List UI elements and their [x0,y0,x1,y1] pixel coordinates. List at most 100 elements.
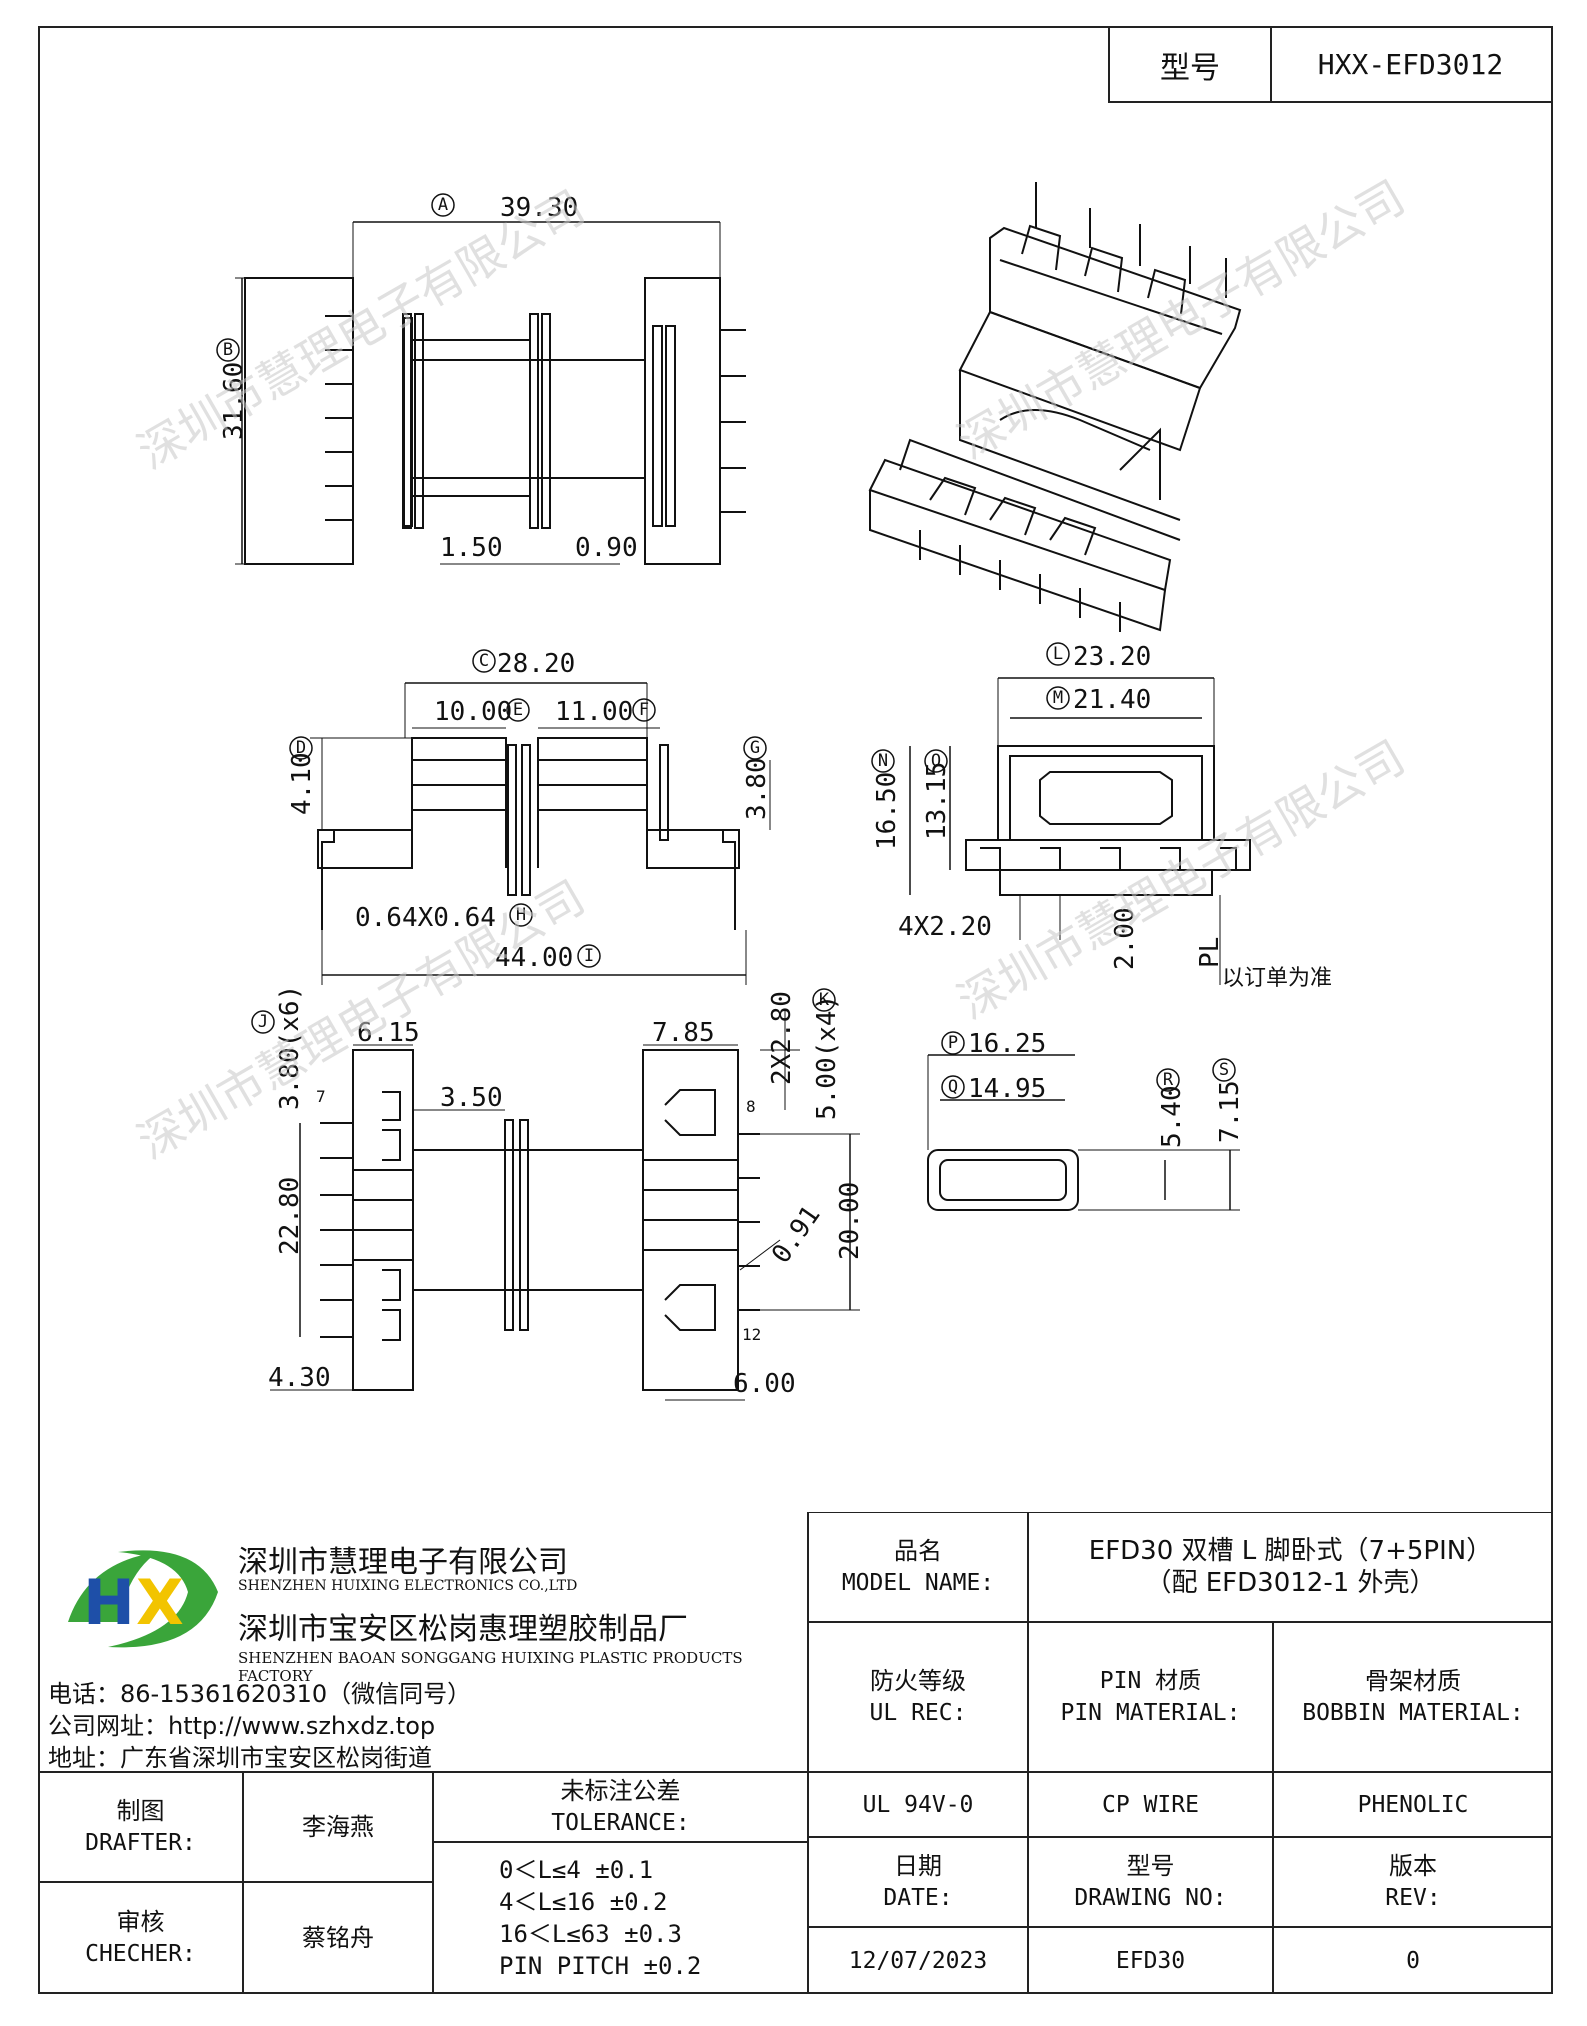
dim-c: 28.20 [497,649,575,679]
company-name-en: SHENZHEN HUIXING ELECTRONICS CO.,LTD [238,1578,578,1594]
dim-q: 14.95 [968,1074,1046,1104]
dim-150: 1.50 [440,533,503,563]
ref-k: K [819,990,830,1010]
top-view-pins-left [325,315,353,521]
top-view-pins-right [720,329,746,513]
checker-name: 蔡铭舟 [243,1882,433,1994]
dim-s: 7.15 [1215,1080,1245,1143]
dim-091: 0.91 [766,1201,826,1270]
dim-2280: 22.80 [275,1177,305,1255]
company-address: 地址：广东省深圳市宝安区松岗街道 [48,1744,432,1772]
pin-12-label: 12 [742,1325,761,1344]
ref-a: A [438,195,448,215]
front-view [310,682,771,985]
ul-rec-value: UL 94V-0 [808,1772,1028,1837]
dim-p: 16.25 [968,1029,1046,1059]
svg-text:X: X [136,1566,184,1639]
bottom-view [270,1010,860,1401]
pl-note: 以订单为准 [1222,966,1332,991]
model-header: 型号 HXX-EFD3012 [1108,26,1553,103]
dim-h: 0.64X0.64 [355,903,496,933]
model-name-value: EFD30 双槽 L 脚卧式（7+5PIN）（配 EFD3012-1 外壳） [1028,1512,1553,1622]
dim-090: 0.90 [575,533,638,563]
dim-j: 3.80(x6) [275,985,305,1110]
ref-n: N [878,751,888,771]
ref-d: D [296,738,306,758]
date-value: 12/07/2023 [808,1927,1028,1994]
technical-drawing: A B C E F D G H I L M N O J K P Q R S 39… [129,170,1414,1401]
dim-a: 39.30 [500,193,578,223]
dim-k: 2X2.80 [767,991,797,1085]
svg-text:深圳市慧理电子有限公司: 深圳市慧理电子有限公司 [949,170,1414,470]
dim-615: 6.15 [357,1018,420,1048]
ref-f: F [639,700,649,720]
rev-value: 0 [1273,1927,1553,1994]
dim-2000: 20.00 [835,1182,865,1260]
dim-pitch: 4X2.20 [898,912,992,942]
dim-b: 31.60 [219,362,249,440]
ref-o: O [931,751,941,771]
dim-e: 10.00 [434,697,512,727]
dim-200: 2.00 [1110,907,1140,970]
ref-j: J [258,1012,268,1032]
company-website: 公司网址：http://www.szhxdz.top [48,1712,436,1740]
reference-circle-letters: A B C E F D G H I L M N O J K P Q R S [223,195,1229,1097]
ref-c: C [479,651,489,671]
dim-r: 5.40 [1157,1085,1187,1148]
dimension-labels: 39.30 31.60 1.50 0.90 28.20 10.00 11.00 … [219,193,1332,1399]
ref-s: S [1219,1060,1229,1080]
ref-p: P [948,1033,958,1053]
ref-i: I [584,946,594,966]
isometric-view [868,182,1242,632]
dim-600: 6.00 [733,1369,796,1399]
drawing-no-value: EFD30 [1028,1927,1273,1994]
dim-pl: PL [1195,937,1225,968]
svg-text:深圳市慧理电子有限公司: 深圳市慧理电子有限公司 [949,730,1414,1030]
model-value: HXX-EFD3012 [1317,48,1504,81]
top-view [235,221,746,565]
ref-r: R [1163,1070,1174,1090]
dim-l: 23.20 [1073,642,1151,672]
pin-8-label: 8 [746,1097,756,1116]
pin-section-view [927,1054,1240,1211]
title-block: H X 深圳市慧理电子有限公司 SHENZHEN HUIXING ELECTRO… [38,1512,1553,1994]
ref-h: H [516,905,526,925]
pin-7-label: 7 [316,1087,326,1106]
dim-350: 3.50 [440,1083,503,1113]
svg-text:H: H [83,1566,135,1639]
factory-name-en: SHENZHEN BAOAN SONGGANG HUIXING PLASTIC … [238,1649,743,1685]
bobbin-material-value: PHENOLIC [1273,1772,1553,1837]
company-name-cn: 深圳市慧理电子有限公司 [238,1545,568,1580]
dim-k2: 5.00(x4) [812,995,842,1120]
dim-m: 21.40 [1073,685,1151,715]
company-info: H X 深圳市慧理电子有限公司 SHENZHEN HUIXING ELECTRO… [38,1512,808,1772]
pin-material-value: CP WIRE [1028,1772,1273,1837]
dim-410: 4.10 [287,752,317,815]
model-label: 型号 [1110,28,1272,101]
ref-l: L [1053,644,1063,664]
side-view [909,677,1251,985]
reference-circles [216,193,1236,1099]
tolerance-values: 0＜L≤4 ±0.1 4＜L≤16 ±0.2 16＜L≤63 ±0.3 PIN … [433,1842,808,1994]
ref-m: M [1053,688,1063,708]
ref-b: B [223,340,233,360]
svg-text:深圳市慧理电子有限公司: 深圳市慧理电子有限公司 [129,180,594,480]
dim-i: 44.00 [495,943,573,973]
dim-430: 4.30 [268,1363,331,1393]
dim-785: 7.85 [652,1018,715,1048]
company-phone: 电话：86-15361620310（微信同号） [48,1680,472,1708]
ref-q: Q [948,1077,958,1097]
factory-name-cn: 深圳市宝安区松岗惠理塑胶制品厂 [238,1612,688,1647]
company-logo: H X [68,1550,218,1648]
dim-380: 3.80 [742,757,772,820]
dim-o: 13.15 [922,762,952,840]
